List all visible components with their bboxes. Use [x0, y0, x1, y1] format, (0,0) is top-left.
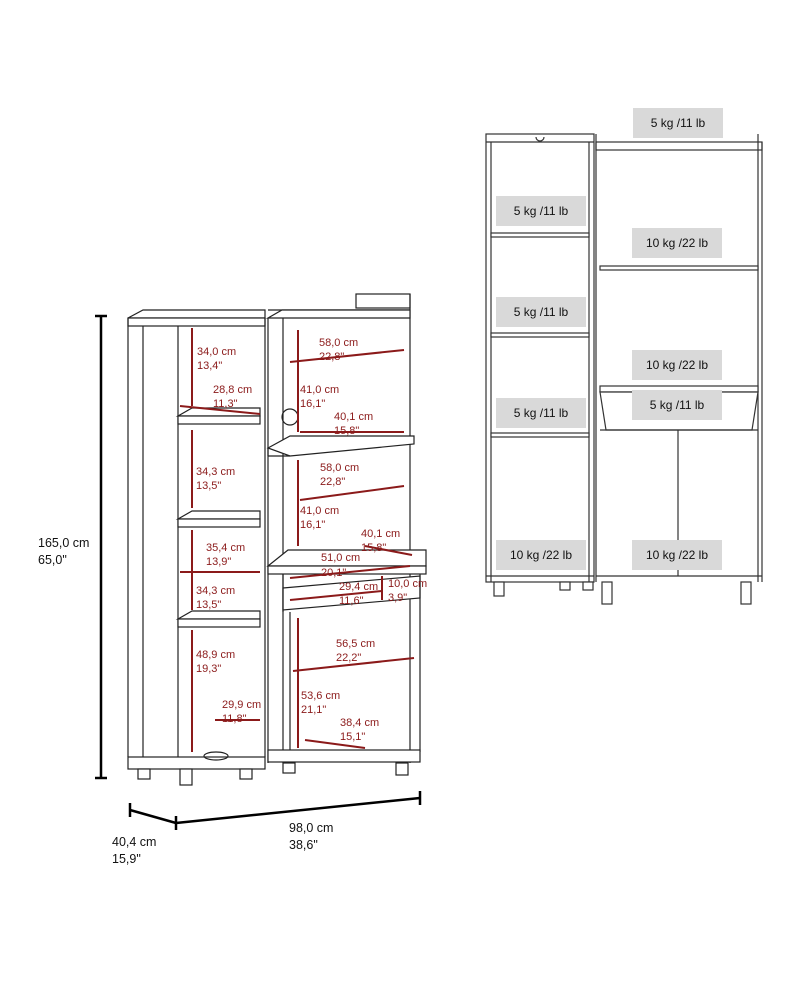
dim-label: 15,1": [340, 731, 365, 743]
load-label: 10 kg /22 lb: [646, 548, 708, 562]
load-label: 5 kg /11 lb: [514, 406, 569, 420]
dim-label: 28,8 cm: [213, 384, 252, 396]
dim-label: 41,0 cm: [300, 505, 339, 517]
height-cm-label: 165,0 cm: [38, 536, 89, 550]
width-in-label: 38,6": [289, 838, 318, 852]
load-box: 5 kg /11 lb: [496, 196, 586, 226]
dim-label: 11,8": [222, 713, 247, 725]
load-capacity-boxes: 5 kg /11 lb 5 kg /11 lb 10 kg /22 lb 5 k…: [496, 108, 723, 570]
width-cm-label: 98,0 cm: [289, 821, 333, 835]
overall-dimension-labels: 165,0 cm 65,0" 98,0 cm 38,6" 40,4 cm 15,…: [38, 536, 333, 866]
dim-label: 3,9": [388, 592, 407, 604]
dim-label: 16,1": [300, 519, 325, 531]
load-box: 10 kg /22 lb: [632, 350, 722, 380]
dim-label: 56,5 cm: [336, 638, 375, 650]
dim-label: 41,0 cm: [300, 384, 339, 396]
load-box: 5 kg /11 lb: [633, 108, 723, 138]
dim-label: 29,9 cm: [222, 699, 261, 711]
dim-label: 22,8": [319, 351, 344, 363]
load-box: 10 kg /22 lb: [496, 540, 586, 570]
load-label: 5 kg /11 lb: [514, 204, 569, 218]
dim-label: 13,9": [206, 556, 231, 568]
dim-label: 16,1": [300, 398, 325, 410]
load-box: 10 kg /22 lb: [632, 228, 722, 258]
overall-dimension-lines: [95, 314, 422, 830]
dimensioned-front-view: [127, 293, 427, 786]
inner-dimension-lines: [179, 328, 415, 752]
dim-label: 35,4 cm: [206, 542, 245, 554]
dim-label: 22,2": [336, 652, 361, 664]
inner-dimension-labels: 34,0 cm 13,4" 28,8 cm 11,3" 34,3 cm 13,5…: [196, 337, 427, 743]
dim-label: 58,0 cm: [320, 462, 359, 474]
dim-label: 20,1": [321, 567, 346, 579]
dim-label: 13,5": [196, 599, 221, 611]
dim-label: 21,1": [301, 704, 326, 716]
dim-label: 13,5": [196, 480, 221, 492]
dim-label: 15,8": [334, 425, 359, 437]
load-label: 5 kg /11 lb: [650, 398, 705, 412]
narrow-tower: [127, 309, 266, 786]
dim-label: 51,0 cm: [321, 552, 360, 564]
dim-label: 15,8": [361, 542, 386, 554]
load-box: 5 kg /11 lb: [496, 297, 586, 327]
dim-label: 40,1 cm: [334, 411, 373, 423]
dim-label: 38,4 cm: [340, 717, 379, 729]
dim-label: 40,1 cm: [361, 528, 400, 540]
load-label: 10 kg /22 lb: [510, 548, 572, 562]
height-in-label: 65,0": [38, 553, 67, 567]
load-box: 5 kg /11 lb: [496, 398, 586, 428]
dim-label: 48,9 cm: [196, 649, 235, 661]
dim-label: 10,0 cm: [388, 578, 427, 590]
dim-label: 11,6": [339, 595, 364, 607]
dim-label: 34,0 cm: [197, 346, 236, 358]
dim-label: 22,8": [320, 476, 345, 488]
dim-label: 34,3 cm: [196, 466, 235, 478]
load-label: 5 kg /11 lb: [514, 305, 569, 319]
dim-label: 53,6 cm: [301, 690, 340, 702]
dim-label: 11,3": [213, 398, 238, 410]
load-label: 5 kg /11 lb: [651, 116, 706, 130]
dim-label: 29,4 cm: [339, 581, 378, 593]
load-label: 10 kg /22 lb: [646, 236, 708, 250]
depth-cm-label: 40,4 cm: [112, 835, 156, 849]
depth-in-label: 15,9": [112, 852, 141, 866]
dim-label: 58,0 cm: [319, 337, 358, 349]
load-box: 10 kg /22 lb: [632, 540, 722, 570]
dim-label: 13,4": [197, 360, 222, 372]
wide-cabinet: [265, 293, 427, 776]
load-box: 5 kg /11 lb: [632, 390, 722, 420]
load-label: 10 kg /22 lb: [646, 358, 708, 372]
dim-label: 19,3": [196, 663, 221, 675]
dim-label: 34,3 cm: [196, 585, 235, 597]
